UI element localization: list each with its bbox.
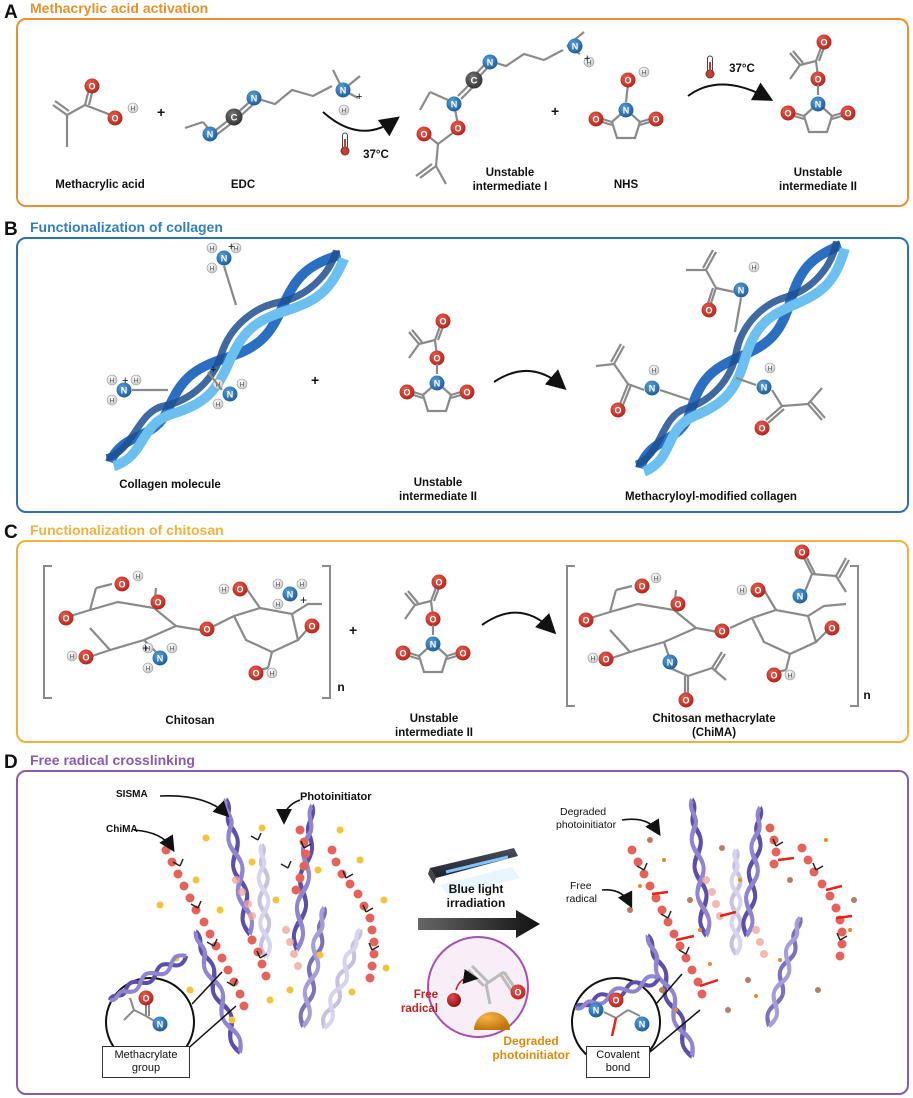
label-degraded-photo-line2: photoinitiator [556,819,617,831]
reaction-arrow-3 [493,369,567,390]
thermometer-icon-2 [705,55,715,79]
svg-text:+: + [210,364,216,376]
plus-sign: + [311,372,320,388]
label-degraded-inset-line2: photoinitiator [492,1048,570,1062]
label-unstable-ii-b-line1: Unstable [413,477,463,489]
radical-inset-circle [427,936,529,1038]
panel-c-drawing: + + [43,544,859,708]
reaction-arrow-2 [687,82,774,101]
methacryloyl-group-right [735,362,826,436]
label-free-radical-inset-line1: Free [413,989,438,1001]
label-chima-line2: (ChiMA) [691,727,737,739]
label-methacrylate-line2: group [131,1062,161,1074]
panel-c-letter: C [4,522,18,543]
methacrylate-group-callout: Methacrylate group [102,1046,190,1078]
label-unstable-ii-c-line1: Unstable [409,713,459,725]
label-unstable-i-line1: Unstable [485,167,535,179]
nhs-molecule [589,66,664,138]
panel-b-drawing: + + + [99,234,852,478]
svg-text:+: + [300,593,307,607]
label-chima-line1: Chitosan methacrylate [652,713,776,725]
panel-c-frame [16,540,909,743]
label-temp-1: 37°C [363,149,389,161]
label-blue-light-line2: irradiation [446,896,506,910]
label-degraded-inset-line1: Degraded [503,1034,559,1048]
label-free-radical-line2: radical [566,893,597,905]
svg-text:+: + [142,641,149,655]
label-methacrylic-acid: Methacrylic acid [55,179,145,191]
covalent-bond-callout: Covalent bond [586,1046,650,1078]
label-collagen-molecule: Collagen molecule [119,479,221,491]
panel-b-title: Functionalization of collagen [30,219,223,235]
label-methacrylate-line1: Methacrylate [114,1049,178,1061]
label-methacryloyl-collagen: Methacryloyl-modified collagen [625,491,797,503]
blue-light-lamp-icon [428,848,520,896]
plus-sign: + [349,622,358,638]
panel-d-title: Free radical crosslinking [30,752,195,768]
panel-d-letter: D [4,752,18,773]
svg-text:+: + [356,91,362,103]
crosslinking-arrow [418,910,540,938]
label-n-subscript-1: n [337,680,345,694]
panel-b-frame [16,237,909,513]
label-edc: EDC [230,179,256,191]
panel-a-frame [16,18,909,207]
svg-text:+: + [228,241,234,253]
unstable-intermediate-i-molecule: + [415,31,595,185]
label-unstable-ii-a-line2: intermediate II [779,181,857,193]
label-unstable-ii-c-line2: intermediate II [395,727,473,739]
panel-d-drawing [105,795,857,1067]
panel-c-title: Functionalization of chitosan [30,522,224,538]
label-temp-2: 37°C [729,63,755,75]
label-unstable-i-line2: intermediate I [472,181,548,193]
label-n-subscript-2: n [863,688,871,702]
label-photoinitiator: Photoinitiator [300,791,372,803]
methacryloyl-group-top [686,249,760,333]
thermometer-icon [340,132,350,156]
panel-d-frame [16,770,909,1095]
label-unstable-ii-a-line1: Unstable [793,167,843,179]
panel-a-drawing: + [52,31,856,185]
label-free-radical-line1: Free [570,880,592,892]
plus-sign: + [157,104,166,120]
reaction-arrow-1 [322,111,400,137]
label-degraded-photo-line1: Degraded [560,806,607,818]
methacrylic-acid-molecule [52,78,139,147]
panel-a-letter: A [4,2,18,23]
panel-a-title: Methacrylic acid activation [30,0,209,16]
label-nhs: NHS [613,179,639,191]
chima-monomer [583,557,850,694]
panel-b-letter: B [4,219,18,240]
edc-molecule: + [184,69,362,142]
label-free-radical-inset-line2: radical [400,1003,438,1015]
label-unstable-ii-b-line2: intermediate II [399,491,477,503]
label-chitosan: Chitosan [165,715,215,727]
methacryloyl-group-left [595,343,691,418]
plus-sign: + [551,103,560,119]
label-sisma: SISMA [116,789,148,800]
label-covalent-line2: bond [605,1062,631,1074]
svg-text:+: + [584,53,590,65]
label-chima-short: ChiMA [106,824,138,835]
svg-text:+: + [122,375,128,387]
label-covalent-line1: Covalent [596,1049,640,1061]
label-blue-light-line1: Blue light [448,882,504,896]
reaction-arrow-4 [481,611,557,635]
